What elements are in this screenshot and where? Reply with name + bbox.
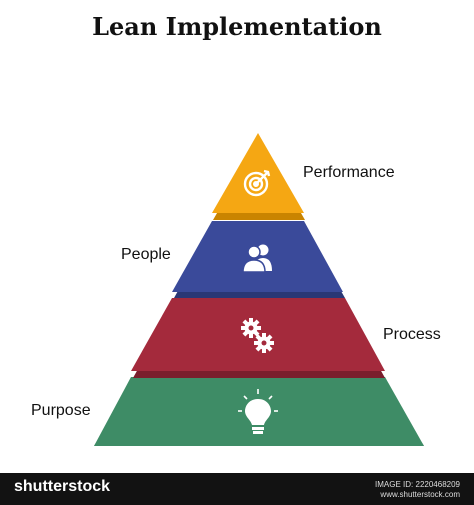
label-performance: Performance [303,164,395,181]
lightbulb-icon [238,389,278,434]
pyramid-level-performance [212,133,305,220]
label-purpose: Purpose [31,402,91,419]
gears-icon [241,318,274,353]
people-icon [242,244,272,273]
target-icon [243,169,271,197]
label-people: People [121,246,171,263]
shutterstock-logo: shutterstock [14,478,111,495]
diagram-title: Lean Implementation [92,12,382,41]
image-id-text: IMAGE ID: 2220468209 www.shutterstock.co… [375,480,460,500]
site-url: www.shutterstock.com [380,490,460,499]
image-id: IMAGE ID: 2220468209 [375,480,460,489]
label-process: Process [383,326,441,343]
watermark-footer: shutterstock IMAGE ID: 2220468209 www.sh… [0,473,474,505]
